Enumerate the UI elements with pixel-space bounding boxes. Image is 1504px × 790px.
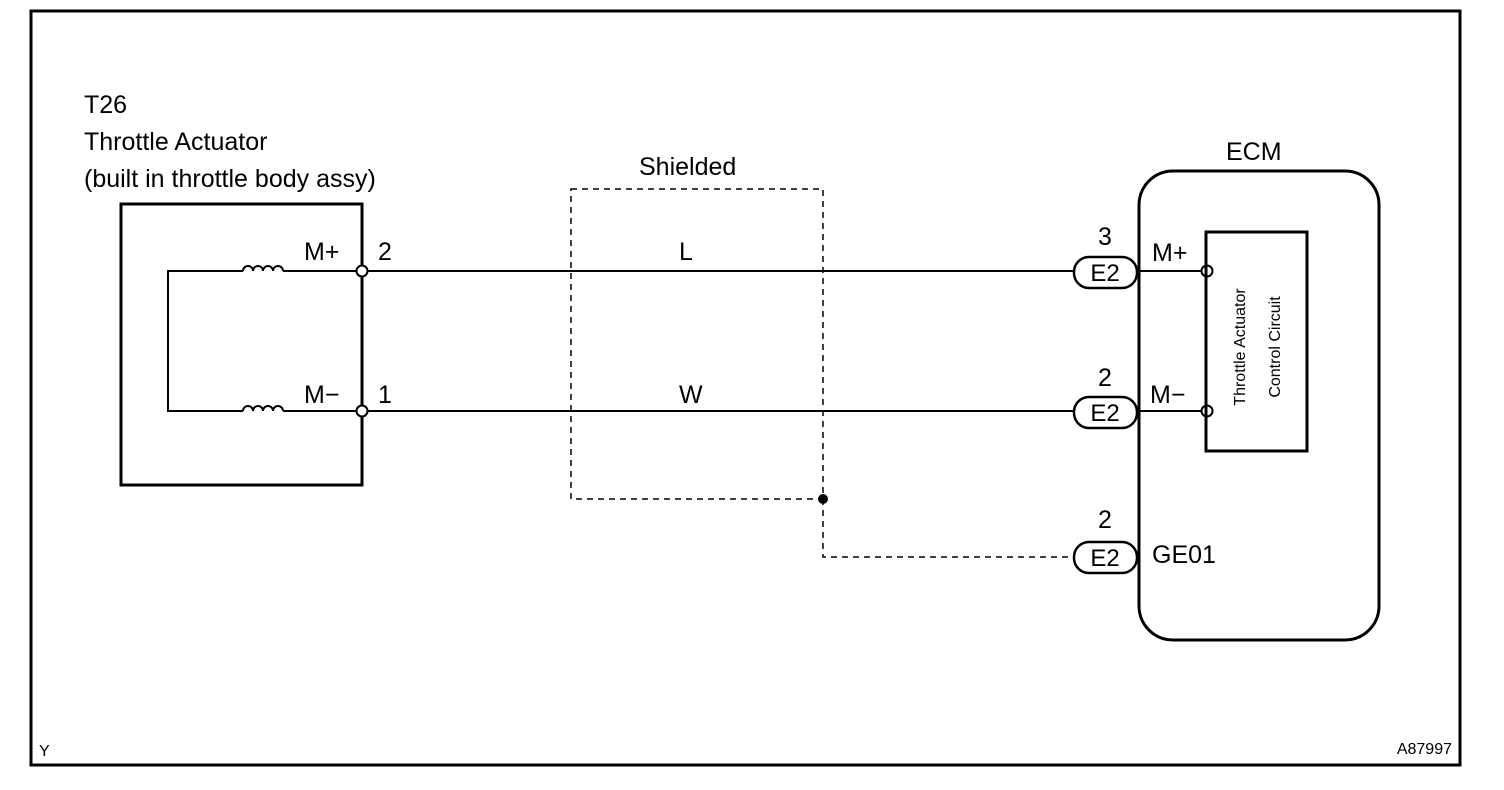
shield-junction-dot	[818, 494, 828, 504]
ecm-connector-2-label: E2	[1090, 400, 1119, 427]
ecm-title: ECM	[1226, 138, 1282, 166]
wire-plus-color: L	[679, 238, 693, 266]
actuator-note: (built in throttle body assy)	[84, 165, 376, 193]
shield-box	[570, 188, 824, 500]
motor-coil-plus	[242, 265, 356, 272]
ecm-pin-3-number: 2	[1098, 506, 1112, 534]
control-circuit-label-line2: Control Circuit	[1267, 296, 1284, 398]
ecm-connector-3-label: E2	[1090, 545, 1119, 572]
ecm-pin-1-number: 3	[1098, 223, 1112, 251]
actuator-terminal-minus: M−	[304, 381, 339, 409]
control-circuit-label-line1: Throttle Actuator	[1232, 288, 1249, 406]
actuator-terminal-node-plus	[355, 264, 369, 278]
ecm-connector-2: E2	[1072, 395, 1139, 430]
ecm-pin-2-number: 2	[1098, 364, 1112, 392]
ecm-terminal-minus: M−	[1150, 381, 1185, 409]
ecm-terminal-ge01: GE01	[1152, 541, 1216, 569]
ecm-connector-1: E2	[1072, 255, 1139, 290]
ecm-connector-3: E2	[1072, 540, 1139, 575]
actuator-name: Throttle Actuator	[84, 128, 267, 156]
footer-left-code: Y	[39, 743, 50, 760]
ecm-box	[1137, 169, 1381, 642]
ecm-connector-1-label: E2	[1090, 260, 1119, 287]
ecm-terminal-plus: M+	[1152, 239, 1187, 267]
control-circuit-box	[1204, 230, 1309, 453]
footer-figure-code: A87997	[1397, 741, 1452, 758]
actuator-code: T26	[84, 91, 127, 119]
motor-internal-wiring	[167, 270, 243, 412]
shield-ground-wire	[822, 499, 1074, 558]
actuator-pin-minus: 1	[378, 381, 392, 409]
shield-label: Shielded	[639, 153, 736, 181]
actuator-terminal-node-minus	[355, 404, 369, 418]
actuator-box	[119, 202, 364, 487]
actuator-terminal-plus: M+	[304, 238, 339, 266]
wire-minus-color: W	[679, 381, 703, 409]
diagram-frame	[29, 9, 1462, 767]
actuator-pin-plus: 2	[378, 238, 392, 266]
motor-coil-minus	[242, 405, 356, 412]
